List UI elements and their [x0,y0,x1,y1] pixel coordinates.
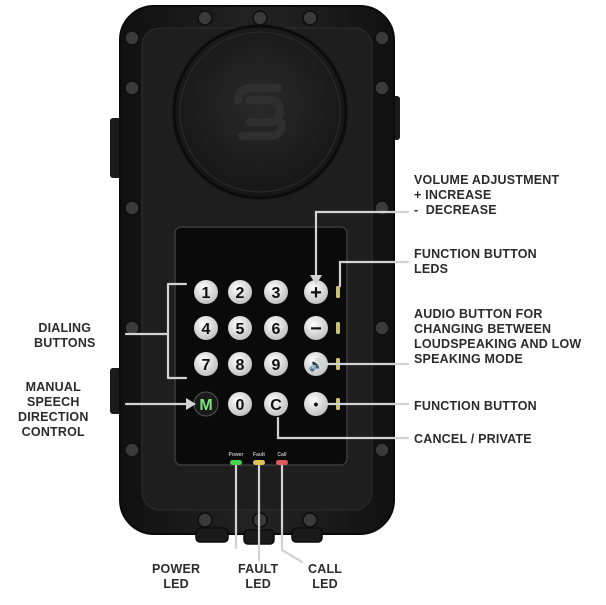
key-minus[interactable]: − [304,316,328,340]
call-led-text: Call [277,452,287,458]
function-button-annotation: FUNCTION BUTTON [414,399,537,413]
key-c[interactable]: C [264,392,288,416]
keypad-panel [174,226,348,466]
key-2-label: 2 [236,285,245,302]
manual-speech-annotation: MANUAL SPEECH DIRECTION CONTROL [18,380,89,439]
function-leds-annotation: FUNCTION BUTTON LEDS [414,247,537,276]
speaker [172,24,348,200]
key-3[interactable]: 3 [264,280,288,304]
dialing-buttons-annotation: DIALING BUTTONS [34,321,96,350]
key-3-label: 3 [272,285,281,302]
speaker-icon: 🔊 [309,357,324,372]
key-function[interactable]: • [304,392,328,416]
key-1[interactable]: 1 [194,280,218,304]
key-function-label: • [314,396,319,412]
key-9-label: 9 [272,357,281,374]
key-plus-label: + [310,282,322,304]
key-plus[interactable]: + [304,280,328,304]
key-m[interactable]: M [193,391,219,417]
key-0-label: 0 [236,397,245,414]
callout-arrowheads [186,275,322,410]
key-8-label: 8 [236,357,245,374]
key-2[interactable]: 2 [228,280,252,304]
key-4[interactable]: 4 [194,316,218,340]
key-minus-label: − [310,318,322,340]
call-led-annotation: CALL LED [308,562,343,591]
key-m-label: M [199,397,212,414]
key-audio[interactable]: 🔊 [304,352,328,376]
key-4-label: 4 [202,321,211,338]
cancel-private-annotation: CANCEL / PRIVATE [414,432,532,446]
call-led [276,460,288,465]
key-8[interactable]: 8 [228,352,252,376]
brand-logo [234,84,286,140]
key-6-label: 6 [272,321,281,338]
key-7[interactable]: 7 [194,352,218,376]
power-led [230,460,242,465]
key-5[interactable]: 5 [228,316,252,340]
fault-led [253,460,265,465]
screws [124,10,390,528]
key-0[interactable]: 0 [228,392,252,416]
power-led-text: Power [228,452,243,458]
fault-led-text: Fault [253,452,265,458]
callout-lines [124,210,410,564]
power-led-annotation: POWER LED [152,562,201,591]
status-leds: Power Fault Call [228,452,288,465]
key-9[interactable]: 9 [264,352,288,376]
key-5-label: 5 [236,321,245,338]
key-6[interactable]: 6 [264,316,288,340]
key-c-label: C [270,397,282,414]
key-7-label: 7 [202,357,211,374]
fault-led-annotation: FAULT LED [238,562,279,591]
volume-annotation: VOLUME ADJUSTMENT + INCREASE - DECREASE [414,173,560,217]
keypad: 1 2 3 + 4 5 6 − 7 8 9 🔊 M 0 C • [193,280,328,417]
audio-button-annotation: AUDIO BUTTON FOR CHANGING BETWEEN LOUDSP… [414,307,582,366]
key-1-label: 1 [202,285,211,302]
